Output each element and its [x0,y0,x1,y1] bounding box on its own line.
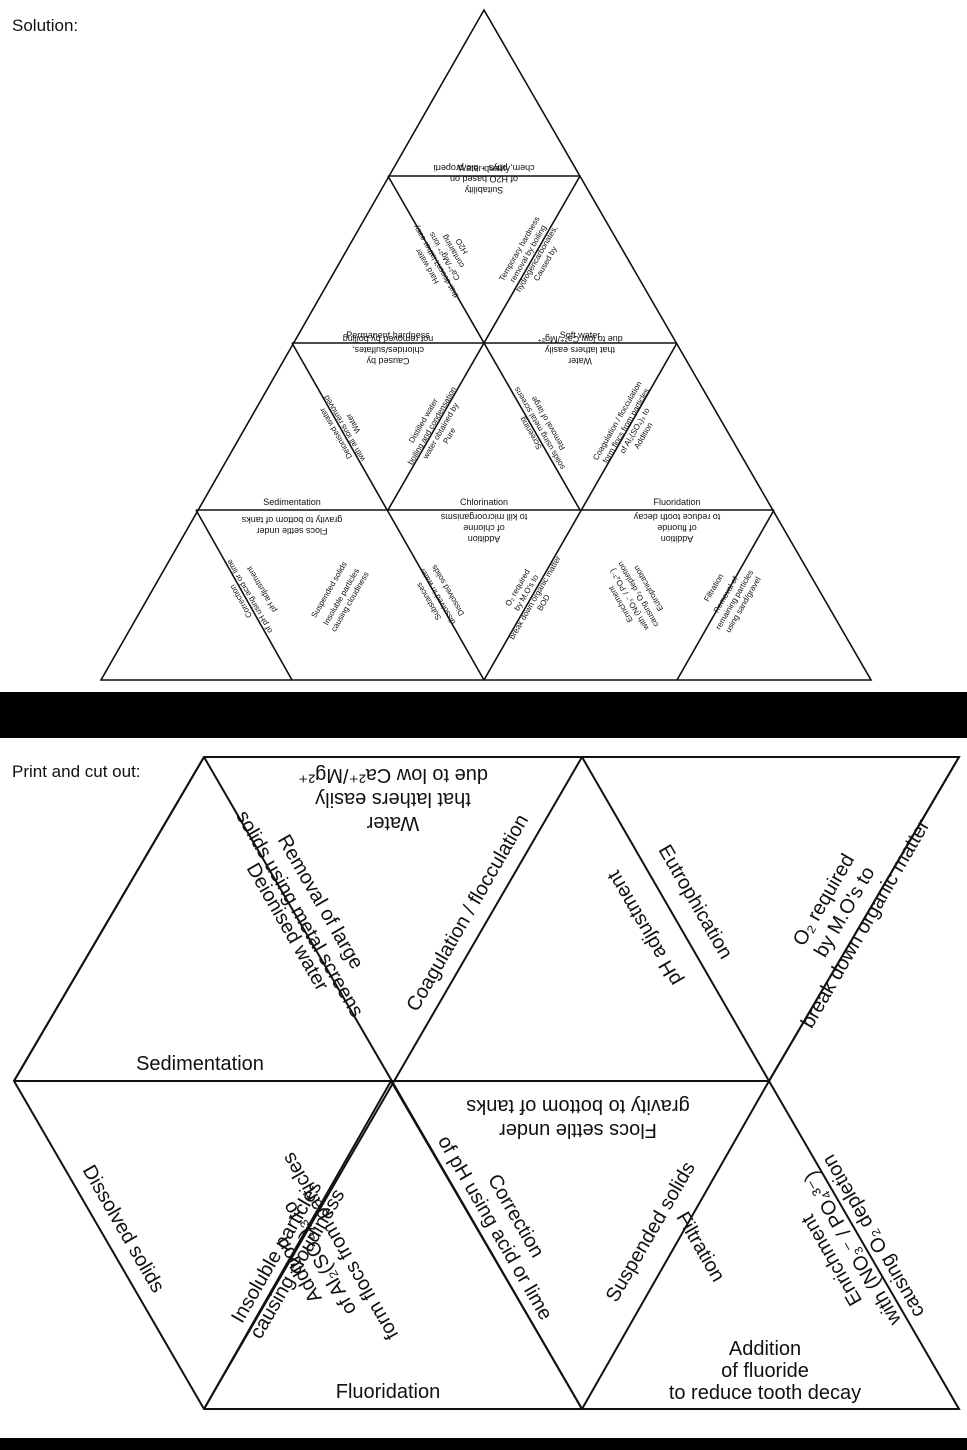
cut-addition-fluoride-1: Addition [729,1338,801,1360]
cut-filtration: Filtration [671,1208,728,1285]
sol-permanent-caused-3: not removed by boiling [343,334,434,344]
sol-fluoridation-def-1: Addition [661,534,694,544]
cut-coagulation: Coagulation / flocculation [402,811,533,1016]
sol-soft-water-def-1: Water [568,356,592,366]
cut-water-2: that lathers easily [315,788,471,810]
sol-suitability-3: chem, phys + bio properti [433,163,534,173]
sol-chlorination-def-1: Addition [468,534,501,544]
cut-sedimentation: Sedimentation [136,1053,264,1075]
sol-sedimentation: Sedimentation [263,497,321,507]
cut-removal-2: solids using metal screens [231,807,367,1021]
sol-water-quality: Water quality [458,163,511,173]
sol-fluoridation-def-3: to reduce tooth decay [633,512,720,522]
sol-sedimentation-def-2: gravity to bottom of tanks [241,515,342,525]
sol-chlorination: Chlorination [460,497,508,507]
cut-fluoridation: Fluoridation [336,1381,441,1403]
sol-permanent-caused-1: Caused by [366,356,410,366]
print-label: Print and cut out: [12,762,141,781]
sol-fluoridation-def-2: of fluoride [657,523,697,533]
solution-label: Solution: [12,16,79,35]
solution-grid [99,8,873,681]
sol-sedimentation-def-1: Flocs settle under [256,526,327,536]
sol-soft-water: Soft water [560,330,601,340]
divider-bar [0,692,967,738]
sol-suitability-1: Suitability [464,185,503,195]
cut-flocs-2: gravity to bottom of tanks [466,1095,689,1117]
cut-water-3: due to low Ca²⁺/Mg²⁺ [298,764,488,786]
cut-addition-fluoride-2: of fluoride [721,1360,809,1382]
cut-correction-2: of pH using acid or lime [433,1132,557,1324]
cut-out-grid [12,756,961,1410]
cut-flocs-1: Flocs settle under [499,1119,657,1141]
bottom-bar [0,1438,967,1450]
sol-permanent-hardness: Permanent hardness [346,330,430,340]
sol-fluoridation: Fluoridation [653,497,700,507]
cut-addition-fluoride-3: to reduce tooth decay [669,1382,861,1404]
solution-puzzle: Water quality Suitability of H2O based o… [99,8,873,681]
cut-water-1: Water [366,812,419,834]
sol-chlorination-def-2: of chlorine [463,523,505,533]
sol-soft-water-def-3: due to low Ca²⁺/Mg²⁺ [537,334,623,344]
sol-suitability-2: of H2O based on [450,174,518,184]
sol-permanent-caused-2: chlorides/sulfates, [352,345,424,355]
sol-soft-water-def-2: that lathers easily [544,345,615,355]
sol-chlorination-def-3: to kill microorganisms [440,512,527,522]
cut-dissolved: Dissolved solids [78,1161,169,1296]
